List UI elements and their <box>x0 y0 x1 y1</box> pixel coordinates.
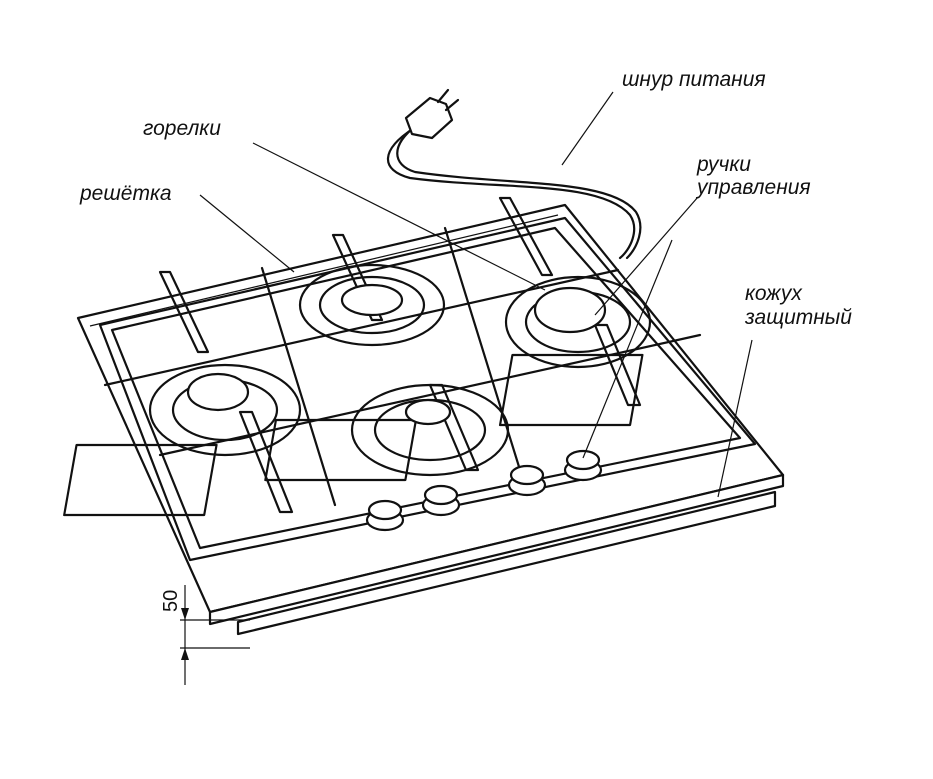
knob-1 <box>365 499 405 532</box>
burner-back-right <box>504 275 652 369</box>
label-knobs-line1: ручки <box>697 153 751 176</box>
grate <box>63 196 757 562</box>
burner-front-center <box>350 383 510 477</box>
label-cover-line1: кожух <box>745 282 802 305</box>
leader-lines <box>199 91 753 498</box>
dimension-value: 50 <box>160 589 182 612</box>
knob-2 <box>421 484 461 517</box>
label-power-cord: шнур питания <box>622 68 766 91</box>
label-burners: горелки <box>143 117 221 140</box>
control-knobs <box>365 449 603 532</box>
dimension-marker <box>180 585 250 685</box>
knob-4 <box>563 449 603 482</box>
label-knobs-line2: управления <box>697 176 811 199</box>
burner-front-left <box>148 363 302 457</box>
power-cord <box>386 88 642 260</box>
label-cover-line2: защитный <box>745 306 852 329</box>
burner-back-left <box>298 263 446 347</box>
label-grate: решётка <box>80 182 172 205</box>
knob-3 <box>507 464 547 497</box>
